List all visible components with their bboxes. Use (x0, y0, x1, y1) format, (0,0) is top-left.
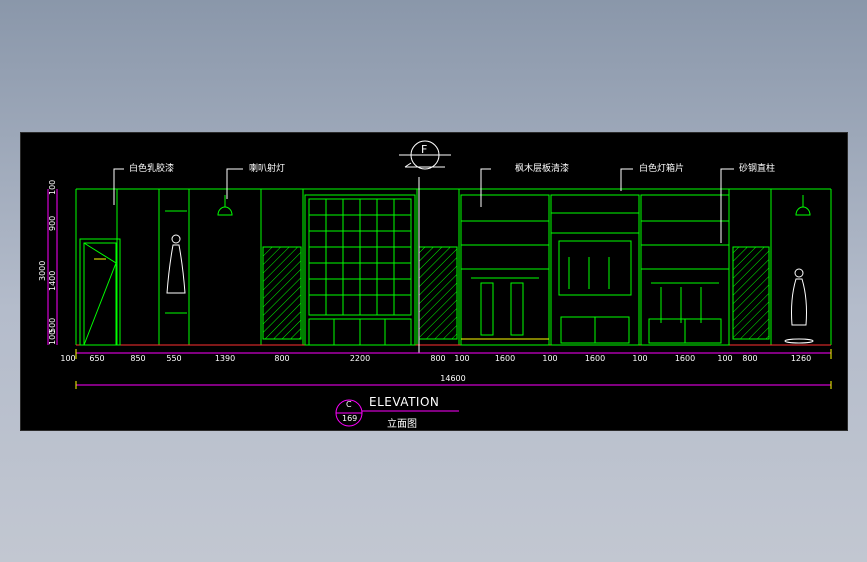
dimension-ticks (75, 349, 832, 389)
section-marker-graphic (399, 140, 451, 353)
width-dim: 1600 (674, 354, 696, 363)
cad-viewport[interactable]: 白色乳胶漆 喇叭射灯 枫木层板清漆 白色灯箱片 砂钢直柱 F 3000 100 … (20, 132, 848, 431)
display-column (158, 195, 190, 345)
width-dim: 550 (166, 354, 182, 363)
mirror-panels (262, 246, 770, 340)
title-bubble-top: C (346, 400, 352, 409)
callout-lightbox: 白色灯箱片 (639, 164, 685, 174)
drawing-title-cn: 立面图 (387, 419, 417, 430)
shoe-display-wall (304, 194, 416, 346)
width-dim: 100 (717, 354, 733, 363)
callout-pillar: 砂钢直柱 (739, 164, 776, 174)
elevation-drawing (47, 140, 832, 427)
dimension-lines (47, 189, 831, 386)
mannequin-right (784, 268, 814, 344)
callout-leaders (113, 168, 734, 243)
title-bubble-bottom: 169 (342, 414, 358, 423)
callout-paint: 白色乳胶漆 (129, 164, 175, 174)
width-dim: 800 (430, 354, 446, 363)
width-dim: 100 (60, 354, 76, 363)
title-bubble (335, 399, 459, 427)
width-dim: 100 (542, 354, 558, 363)
width-dim: 850 (130, 354, 146, 363)
width-dim: 650 (89, 354, 105, 363)
pendant-lamp-left (217, 195, 233, 216)
height-dim-1: 100 (48, 179, 57, 195)
width-dim: 100 (632, 354, 648, 363)
shelf-unit-2 (550, 194, 640, 346)
width-dim: 800 (742, 354, 758, 363)
width-dim: 1600 (494, 354, 516, 363)
height-dim-2: 900 (48, 215, 57, 231)
shelf-unit-3 (640, 194, 730, 346)
height-dim-3: 1400 (48, 270, 57, 291)
callout-spotlight: 喇叭射灯 (249, 164, 286, 174)
width-dim: 100 (454, 354, 470, 363)
total-height-dim: 3000 (38, 260, 47, 281)
height-dim-5: 100 (48, 329, 57, 345)
width-dim: 2200 (349, 354, 371, 363)
width-dim: 1260 (790, 354, 812, 363)
callout-shelf: 枫木层板清漆 (515, 164, 570, 174)
total-width-dim: 14600 (440, 374, 466, 383)
door (79, 238, 121, 346)
shelf-unit-1 (460, 194, 550, 346)
pendant-lamp-right (795, 195, 811, 216)
width-dim: 1390 (214, 354, 236, 363)
width-dim: 800 (274, 354, 290, 363)
section-marker-label: F (421, 143, 428, 156)
width-dim: 1600 (584, 354, 606, 363)
drawing-title-en: ELEVATION (369, 395, 440, 409)
